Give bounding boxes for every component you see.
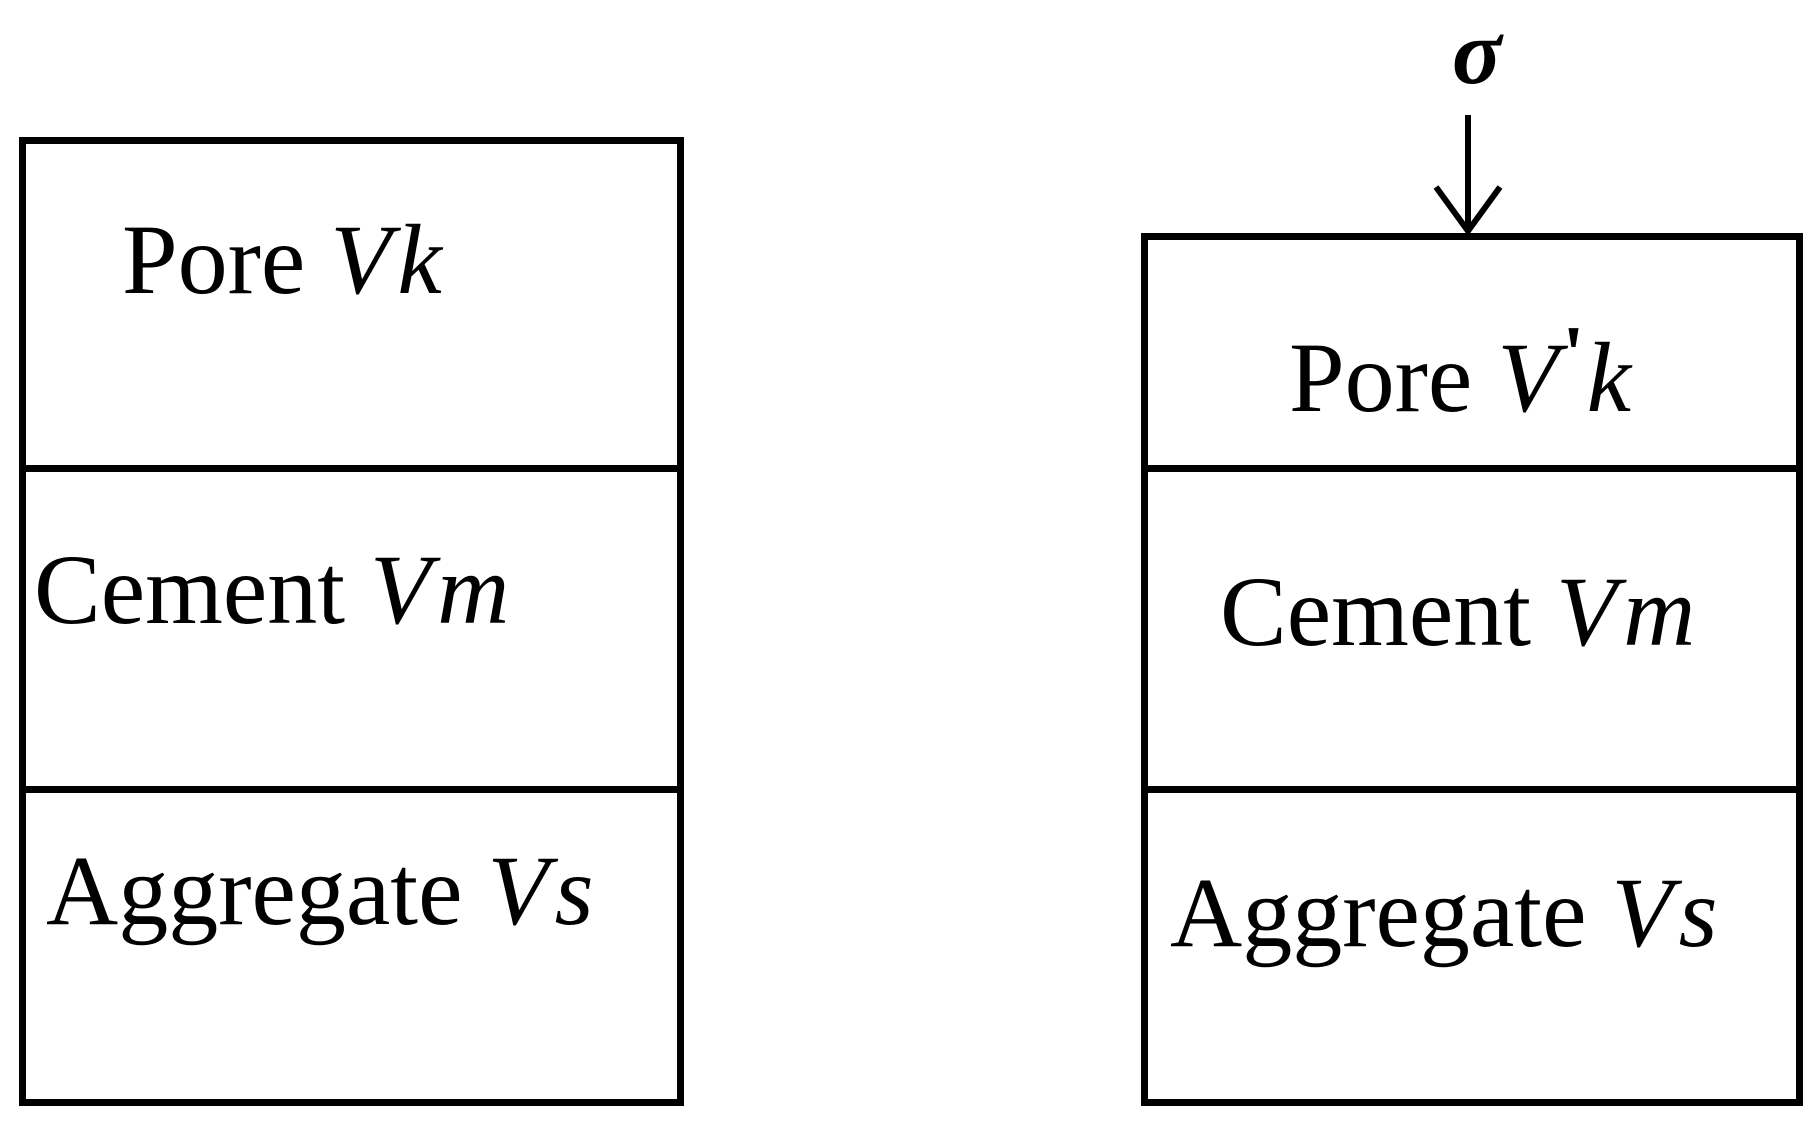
unloaded-block: Pore Vk Cement Vm Aggregate Vs	[19, 137, 684, 1106]
right-aggregate-layer: Aggregate Vs	[1148, 786, 1796, 1106]
compressed-pore-word: Pore	[1289, 322, 1473, 433]
cement-volume-subscript: m	[437, 534, 510, 645]
right-aggregate-volume-symbol: V	[1611, 857, 1679, 968]
compressed-pore-label: Pore V'k	[1289, 315, 1631, 428]
aggregate-label: Aggregate Vs	[46, 841, 593, 941]
right-cement-word: Cement	[1220, 556, 1532, 667]
aggregate-volume-subscript: s	[554, 835, 594, 946]
pore-volume-symbol: V	[330, 204, 398, 315]
prime-mark: '	[1562, 311, 1585, 399]
right-aggregate-label: Aggregate Vs	[1170, 863, 1717, 963]
right-aggregate-volume-subscript: s	[1678, 857, 1718, 968]
cement-layer: Cement Vm	[26, 465, 677, 786]
cement-label: Cement Vm	[34, 540, 509, 640]
pore-layer: Pore Vk	[26, 144, 677, 465]
load-arrow-icon	[1433, 115, 1503, 237]
right-cement-volume-subscript: m	[1623, 556, 1696, 667]
right-aggregate-word: Aggregate	[1170, 857, 1587, 968]
right-cement-layer: Cement Vm	[1148, 465, 1796, 786]
right-cement-volume-symbol: V	[1556, 556, 1624, 667]
aggregate-volume-symbol: V	[487, 835, 555, 946]
right-cement-label: Cement Vm	[1220, 562, 1695, 662]
cement-word: Cement	[34, 534, 346, 645]
pore-volume-subscript: k	[397, 204, 442, 315]
aggregate-layer: Aggregate Vs	[26, 786, 677, 1106]
cement-volume-symbol: V	[370, 534, 438, 645]
loaded-block: Pore V'k Cement Vm Aggregate Vs	[1141, 233, 1803, 1106]
pore-word: Pore	[122, 204, 306, 315]
aggregate-word: Aggregate	[46, 835, 463, 946]
stress-sigma-label: σ	[1452, 1, 1502, 103]
compressed-pore-volume-symbol: V	[1497, 322, 1565, 433]
pore-label: Pore Vk	[122, 210, 442, 310]
compressed-pore-layer: Pore V'k	[1148, 240, 1796, 465]
compressed-pore-volume-subscript: k	[1586, 322, 1632, 433]
